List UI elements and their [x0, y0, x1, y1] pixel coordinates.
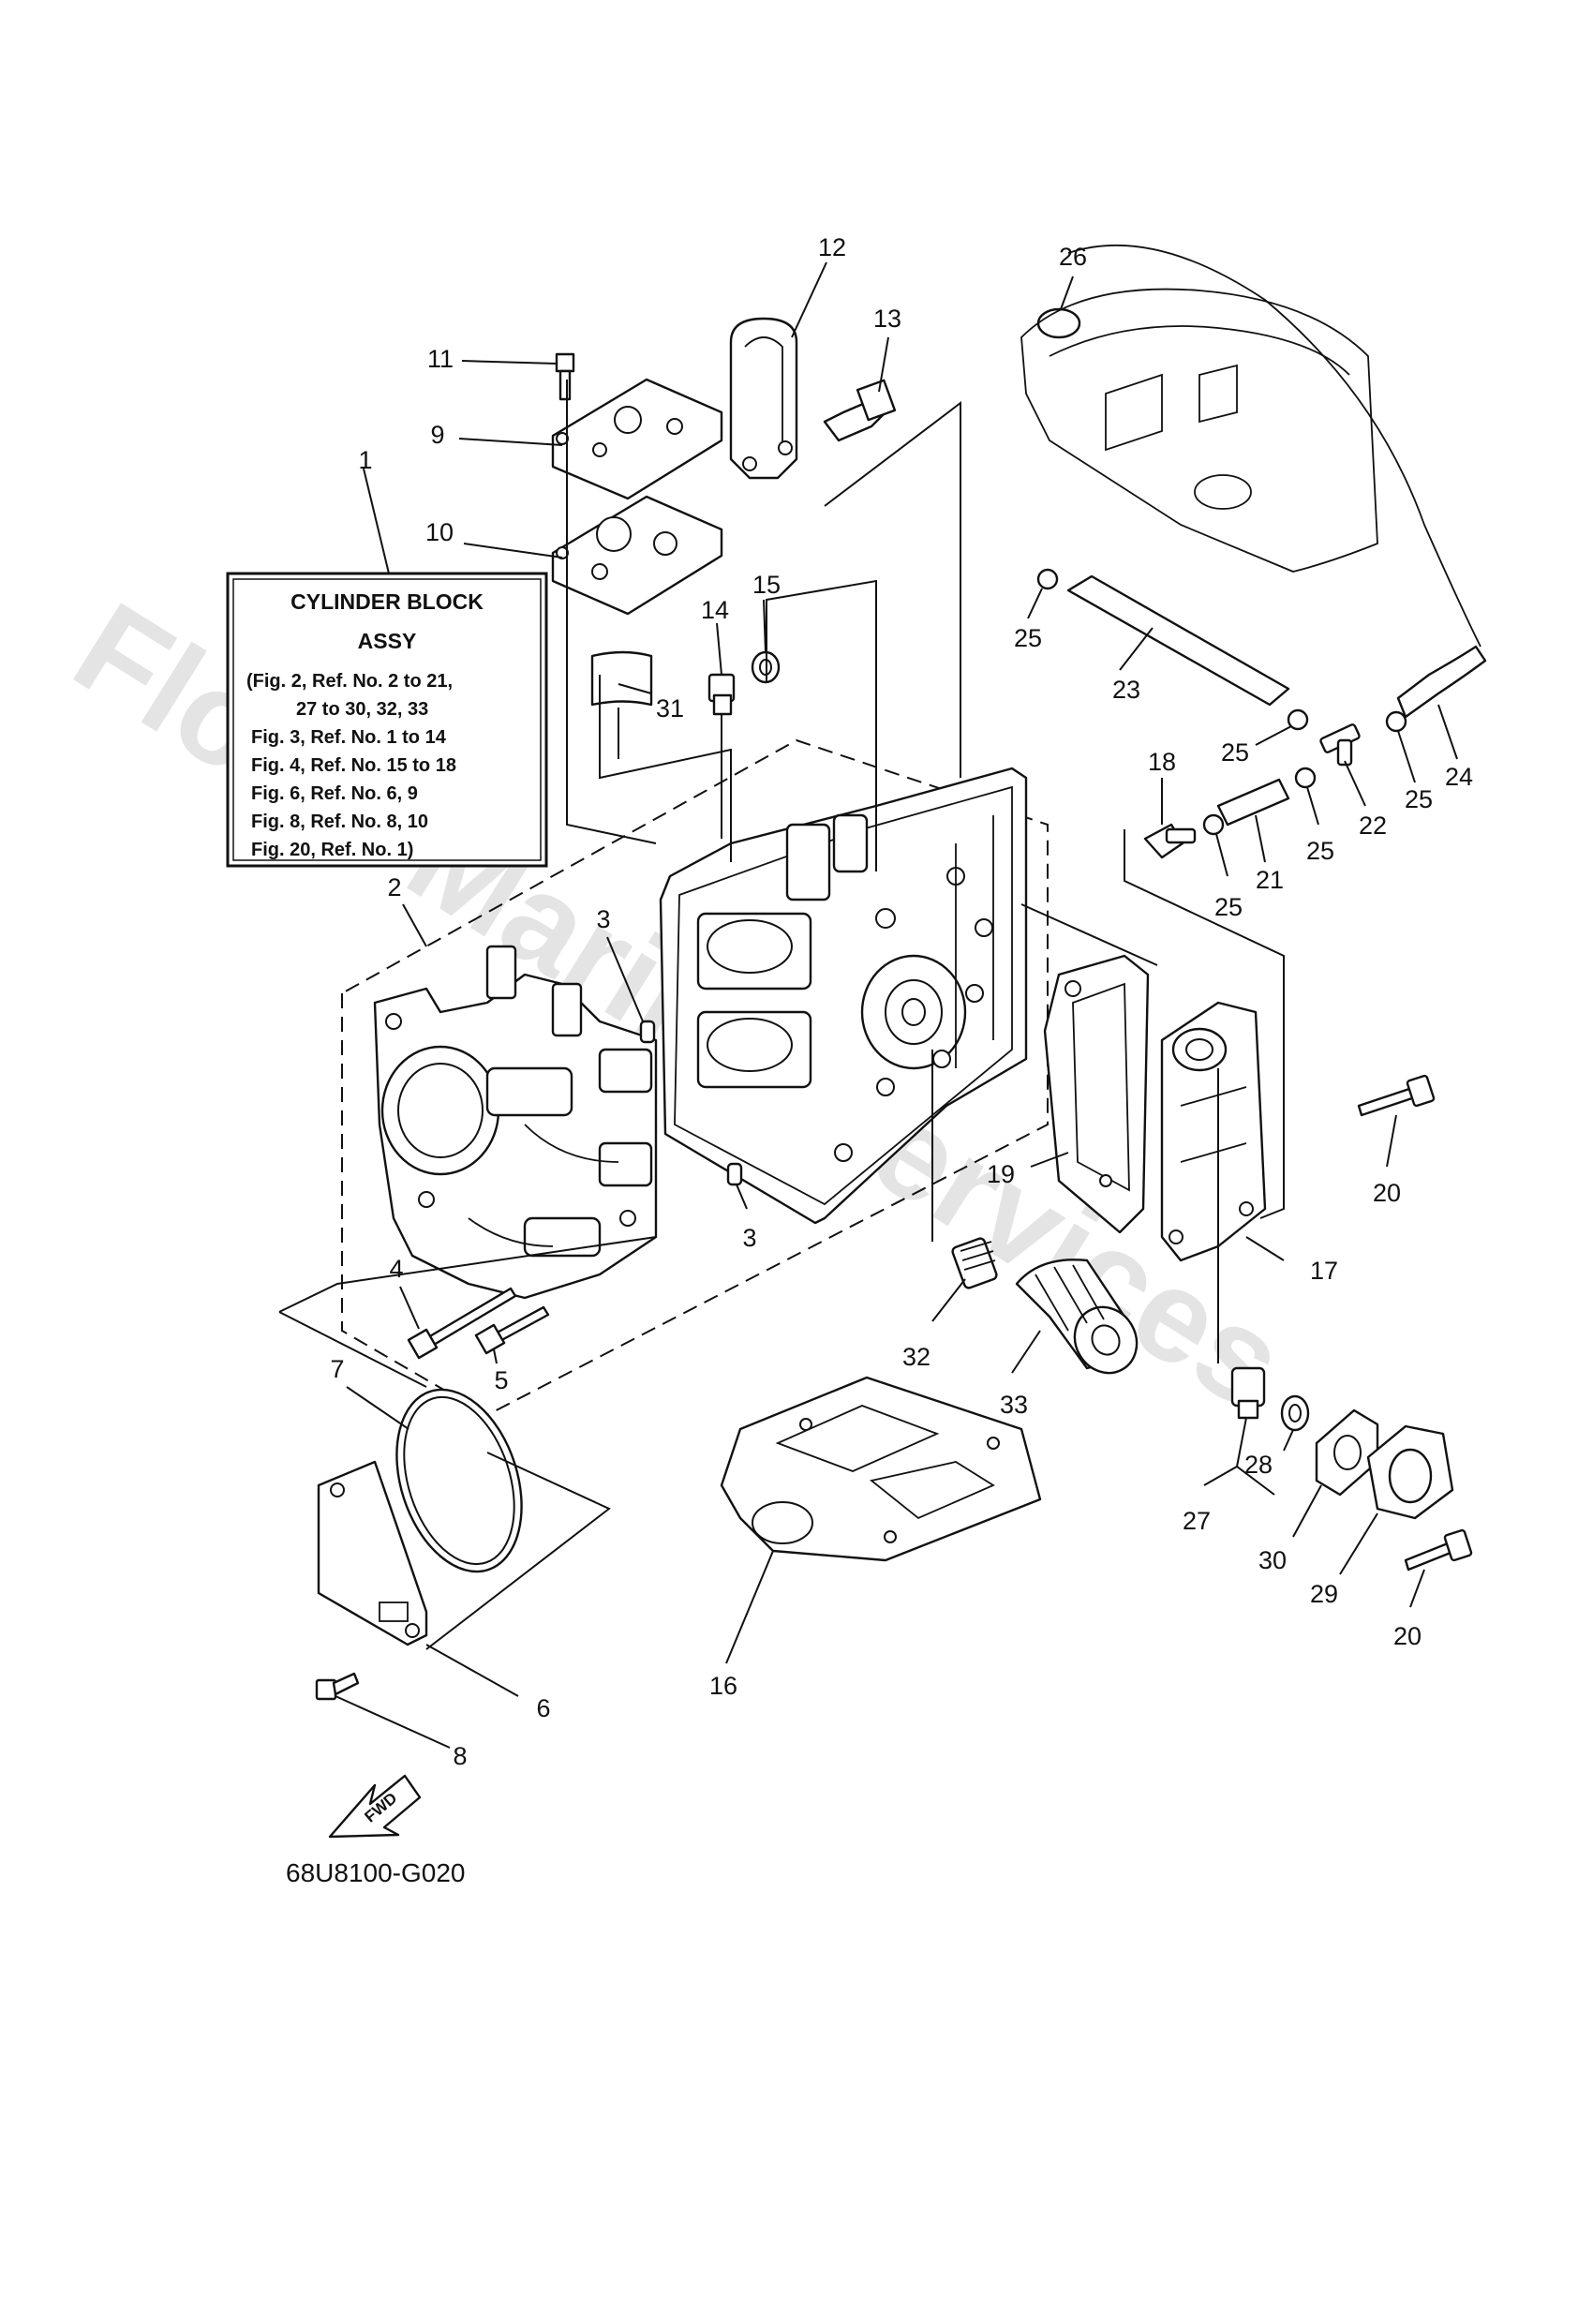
part-12-clip — [729, 317, 798, 480]
callout-14: 14 — [701, 596, 729, 624]
box-ref-line: Fig. 4, Ref. No. 15 to 18 — [251, 755, 456, 776]
callout-2: 2 — [387, 873, 401, 901]
part-2-crankcase — [373, 945, 658, 1300]
part-27-fitting — [1230, 1366, 1266, 1420]
part-25-clamp — [1036, 568, 1059, 590]
callout-8: 8 — [453, 1742, 467, 1770]
part-21-hose — [1216, 778, 1290, 827]
callout-25: 25 — [1221, 738, 1249, 767]
callout-23: 23 — [1112, 676, 1140, 704]
callout-25: 25 — [1214, 893, 1243, 921]
part-28-washer — [1280, 1394, 1310, 1432]
callout-30: 30 — [1258, 1546, 1287, 1574]
part-20-bolt — [1404, 1528, 1473, 1572]
callout-3: 3 — [596, 905, 610, 933]
callout-1: 1 — [358, 446, 372, 474]
part-31-cover — [590, 650, 653, 707]
part-19-gasket — [1043, 954, 1150, 1234]
callout-25: 25 — [1306, 837, 1334, 865]
callout-24: 24 — [1445, 763, 1473, 791]
callout-13: 13 — [873, 305, 901, 333]
callout-32: 32 — [902, 1343, 930, 1371]
part-25-clamp — [1202, 813, 1225, 836]
part-5-bolt — [474, 1305, 550, 1355]
box-subtitle: ASSY — [358, 629, 417, 653]
part-29-cover — [1366, 1424, 1454, 1520]
callout-33: 33 — [1000, 1391, 1028, 1419]
callout-17: 17 — [1310, 1257, 1338, 1285]
part-22-joint — [1319, 723, 1361, 767]
box-ref-line: Fig. 20, Ref. No. 1) — [251, 840, 413, 860]
callout-3: 3 — [742, 1224, 756, 1252]
part-3-dowel — [639, 1020, 656, 1044]
callout-26: 26 — [1059, 243, 1087, 271]
callout-15: 15 — [752, 571, 781, 599]
callout-25: 25 — [1405, 785, 1433, 813]
part-3-dowel — [726, 1162, 743, 1186]
callout-27: 27 — [1183, 1507, 1211, 1535]
callout-6: 6 — [536, 1694, 550, 1722]
callout-4: 4 — [389, 1255, 403, 1283]
callout-25: 25 — [1014, 624, 1042, 652]
part-25-clamp — [1294, 767, 1317, 789]
box-ref-line: Fig. 3, Ref. No. 1 to 14 — [251, 727, 447, 748]
part-4-bolt — [407, 1287, 517, 1360]
outboard-housing — [1020, 244, 1481, 648]
part-25-clamp — [1287, 708, 1309, 731]
assembly-lines — [278, 380, 1285, 1650]
callout-31: 31 — [656, 694, 684, 723]
box-ref-line: Fig. 8, Ref. No. 8, 10 — [251, 812, 428, 832]
callout-29: 29 — [1310, 1580, 1338, 1608]
assembly-boundary — [341, 738, 1049, 1417]
part-14-plug — [707, 673, 736, 716]
callout-22: 22 — [1359, 812, 1387, 840]
part-16-gasket — [720, 1376, 1042, 1562]
callout-7: 7 — [330, 1355, 344, 1383]
diagram-code: 68U8100-G020 — [286, 1858, 465, 1887]
part-18-fitting — [1143, 823, 1197, 859]
part-10-gasket — [551, 495, 723, 616]
cylinder-block — [659, 767, 1028, 1225]
cylinder-block-assy-box: CYLINDER BLOCK ASSY (Fig. 2, Ref. No. 2 … — [226, 572, 548, 868]
part-20-bolt — [1357, 1074, 1436, 1117]
part-26-clip — [1036, 307, 1081, 339]
callout-12: 12 — [818, 233, 846, 261]
box-ref-line: Fig. 6, Ref. No. 6, 9 — [251, 783, 418, 804]
part-8-bolt — [315, 1672, 360, 1701]
callout-18: 18 — [1148, 748, 1176, 776]
leader-lines — [335, 261, 1458, 1749]
callouts: 1 2 3 3 4 5 6 7 8 9 10 11 12 13 14 15 16… — [330, 233, 1473, 1770]
box-title: CYLINDER BLOCK — [290, 589, 484, 614]
box-ref-line: (Fig. 2, Ref. No. 2 to 21, — [246, 671, 453, 692]
part-23-hose — [1066, 574, 1290, 707]
part-33-oil-filter — [1015, 1259, 1139, 1375]
callout-9: 9 — [430, 421, 444, 449]
callout-16: 16 — [709, 1672, 737, 1700]
part-9-plate — [551, 378, 723, 500]
callout-20: 20 — [1393, 1622, 1422, 1650]
part-17-exhaust-cover — [1160, 1001, 1267, 1262]
callout-10: 10 — [425, 518, 454, 546]
part-32-stud — [951, 1237, 998, 1289]
part-7-o-ring — [395, 1388, 523, 1573]
part-13-bolt — [823, 379, 897, 442]
callout-21: 21 — [1256, 866, 1284, 894]
part-6-cover — [317, 1460, 428, 1646]
fwd-arrow: FWD — [328, 1774, 422, 1839]
part-24-hose — [1396, 645, 1487, 719]
callout-20: 20 — [1373, 1179, 1401, 1207]
part-25-clamp — [1385, 710, 1407, 733]
callout-19: 19 — [987, 1160, 1015, 1188]
callout-28: 28 — [1244, 1451, 1273, 1479]
part-11-bolt — [555, 352, 575, 401]
box-ref-line: 27 to 30, 32, 33 — [296, 699, 428, 720]
callout-11: 11 — [427, 345, 454, 373]
part-30-gasket — [1315, 1408, 1379, 1497]
callout-5: 5 — [494, 1366, 508, 1394]
